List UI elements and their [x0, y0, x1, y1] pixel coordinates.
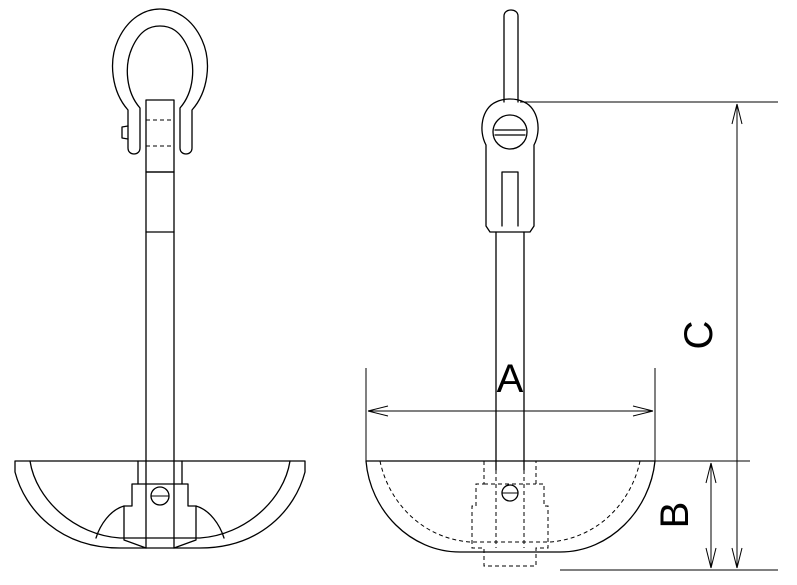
shank-sleeve: [145, 171, 175, 233]
mushroom-bowl-outer: [365, 460, 656, 553]
front-view: [14, 8, 306, 549]
hub-fillet-left: [95, 505, 125, 539]
shank-clevis: [145, 99, 175, 173]
arrow-c-top: [731, 103, 743, 125]
dimension-label-a: A: [497, 357, 524, 401]
arrow-c-bottom: [731, 547, 743, 569]
shackle-rod: [503, 9, 519, 103]
arrow-a-right: [632, 405, 654, 417]
shackle-pin: [121, 125, 129, 140]
dimension-label-b: B: [653, 502, 697, 529]
clevis-fork: [501, 171, 519, 227]
clevis-eye: [481, 98, 539, 233]
arrow-a-left: [367, 405, 389, 417]
arrow-b-bottom: [705, 547, 717, 569]
mushroom-bowl-inner: [29, 460, 291, 539]
dimension-lines: A C B: [365, 101, 778, 571]
mushroom-bowl-outer: [14, 460, 306, 549]
shackle-loop: [111, 8, 209, 155]
arrow-b-top: [705, 462, 717, 484]
hub-fillet-right: [195, 505, 225, 539]
dimension-label-c: C: [677, 321, 721, 350]
clevis-bolt-head: [492, 114, 528, 150]
hub-hidden: [471, 461, 549, 567]
mushroom-bowl-inner: [379, 460, 641, 543]
side-view: [365, 9, 656, 567]
